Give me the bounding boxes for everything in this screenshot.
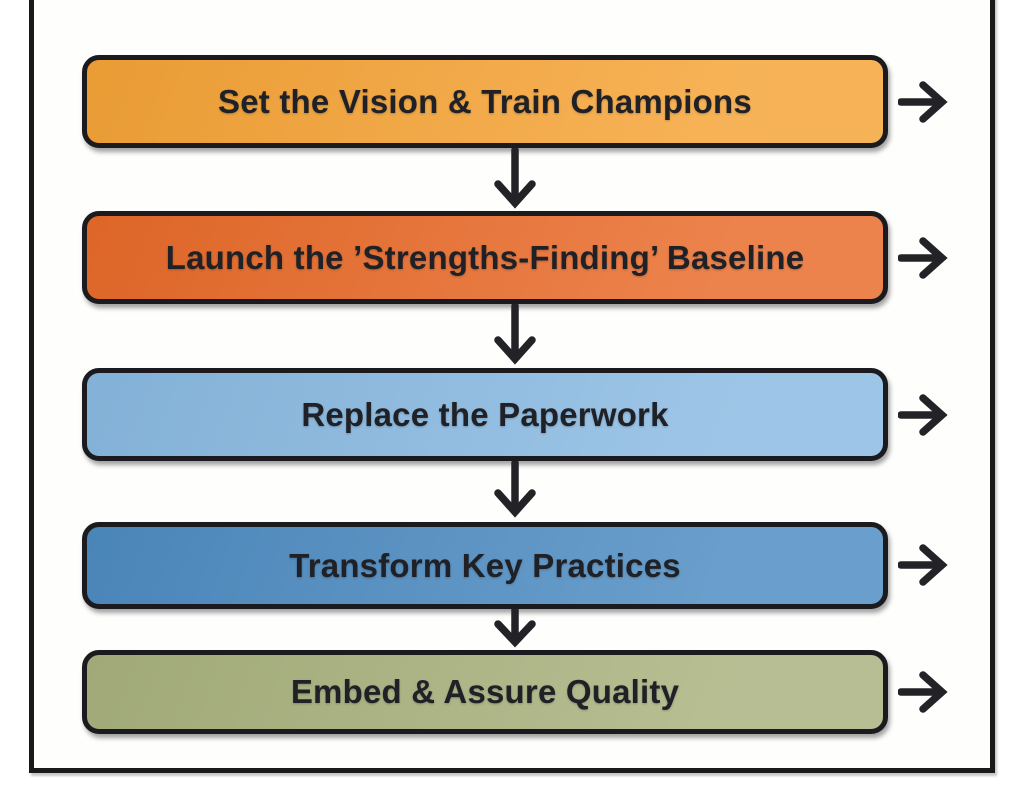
step-label-4: Transform Key Practices [289,546,681,584]
down-arrow-icon [493,304,537,366]
step-box-3: Replace the Paperwork [82,368,888,461]
step-label-3: Replace the Paperwork [301,395,669,433]
right-arrow-icon [898,669,950,715]
down-arrow-icon [493,609,537,649]
step-box-4: Transform Key Practices [82,522,888,609]
right-arrow-icon [898,235,950,281]
step-label-1: Set the Vision & Train Champions [218,82,752,120]
right-arrow-icon [898,542,950,588]
step-label-2: Launch the ’Strengths-Finding’ Baseline [165,238,805,276]
right-arrow-icon [898,79,950,125]
step-label-5: Embed & Assure Quality [290,673,680,710]
step-box-1: Set the Vision & Train Champions [82,55,888,148]
down-arrow-icon [493,461,537,519]
down-arrow-icon [493,148,537,210]
step-box-5: Embed & Assure Quality [82,650,888,734]
right-arrow-icon [898,392,950,438]
step-box-2: Launch the ’Strengths-Finding’ Baseline [82,211,888,304]
